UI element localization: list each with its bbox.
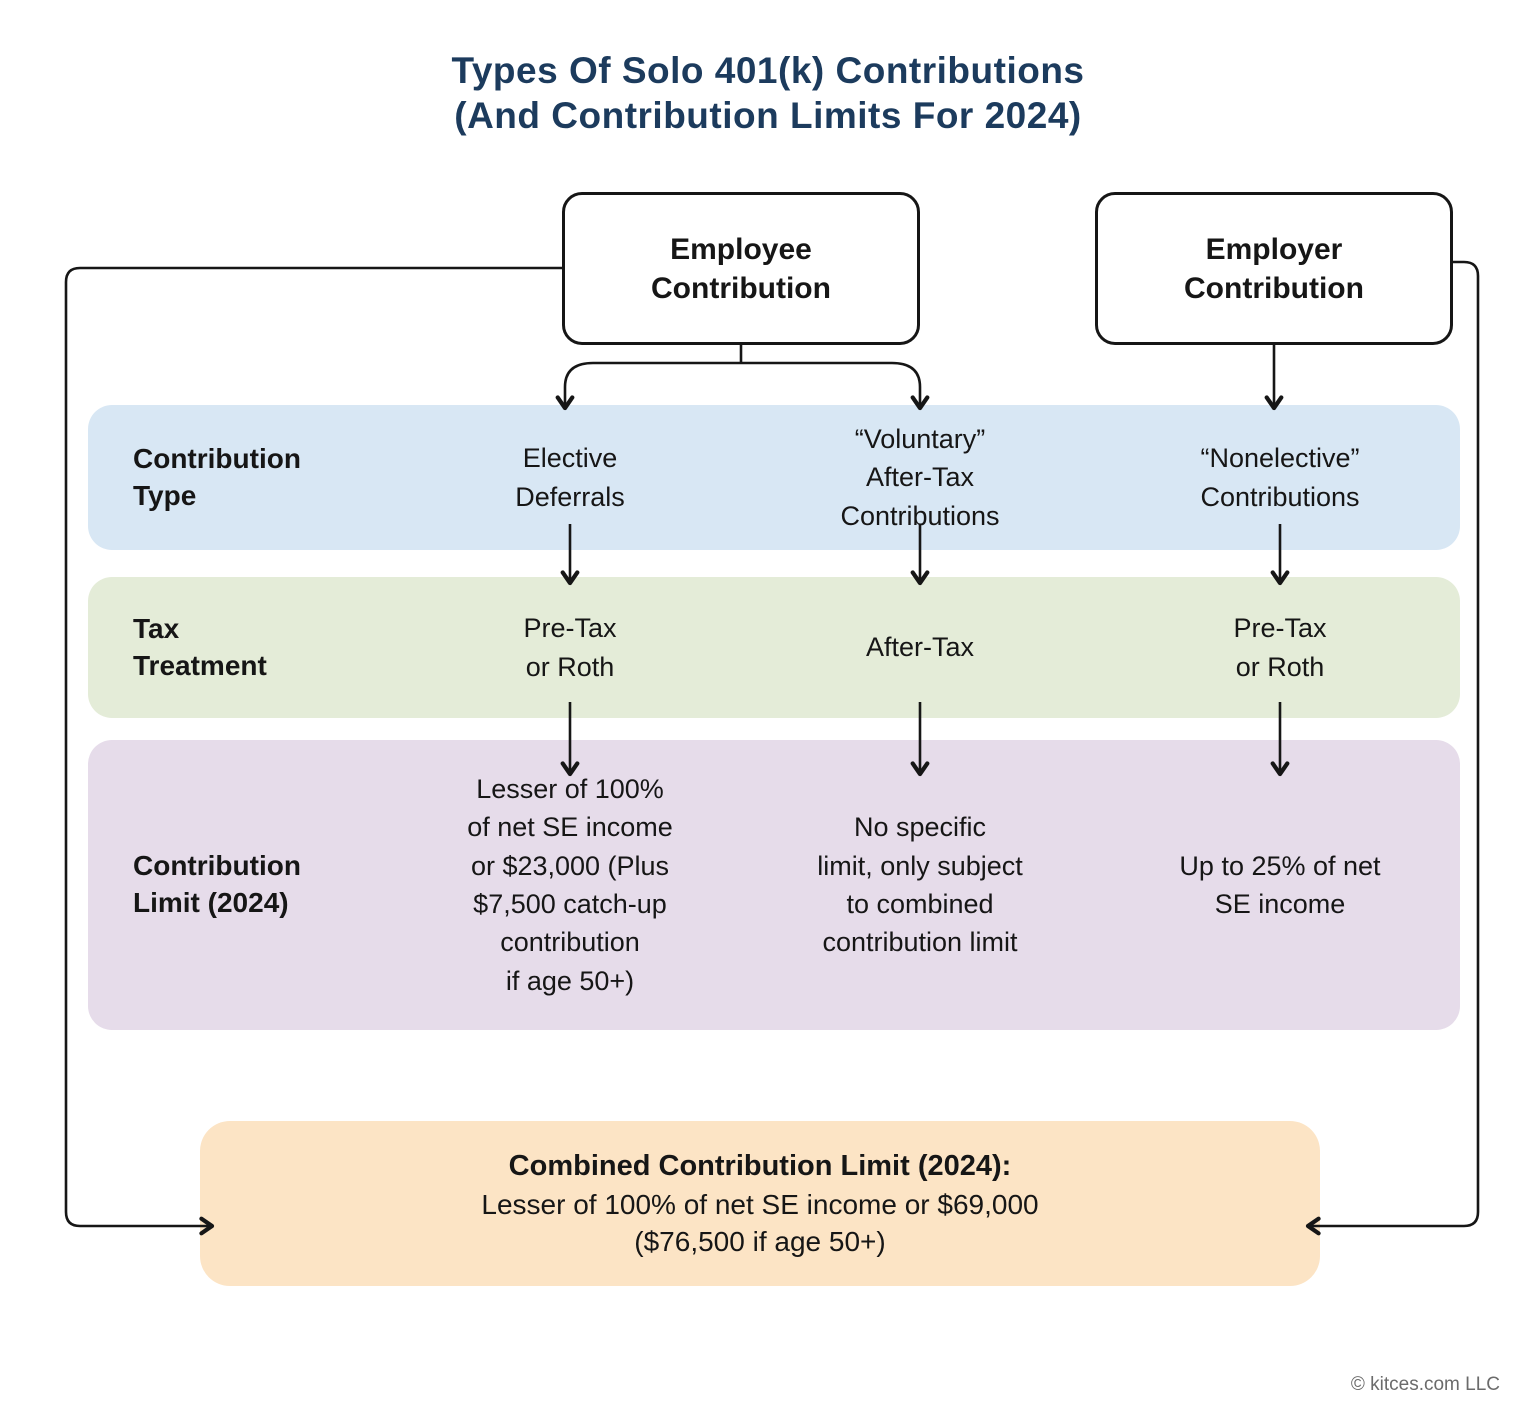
cell-pretax-or-roth-employer: Pre-Tax or Roth bbox=[1233, 613, 1327, 682]
page-title: Types Of Solo 401(k) Contributions (And … bbox=[451, 50, 1085, 137]
combined-contribution-limit-box: Combined Contribution Limit (2024): Less… bbox=[200, 1121, 1320, 1286]
cell-voluntary-after-tax: “Voluntary” After-Tax Contributions bbox=[840, 424, 1000, 531]
arrow-employee-to-elective bbox=[555, 361, 741, 411]
cell-limit-nonelective: Up to 25% of net SE income bbox=[1179, 850, 1381, 919]
cell-pretax-or-roth-employee: Pre-Tax or Roth bbox=[523, 613, 617, 682]
combined-limit-line2: ($76,500 if age 50+) bbox=[634, 1225, 886, 1257]
employer-contribution-box: Employer Contribution bbox=[1095, 192, 1453, 345]
cell-nonelective-contributions: “Nonelective” Contributions bbox=[1200, 443, 1360, 512]
row-label-contribution-limit: Contribution Limit (2024) bbox=[133, 850, 301, 918]
copyright-notice: © kitces.com LLC bbox=[1350, 1374, 1500, 1395]
arrow-employee-to-voluntary bbox=[741, 361, 930, 411]
row-label-contribution-type: Contribution Type bbox=[133, 442, 301, 511]
row-label-tax-treatment: Tax Treatment bbox=[133, 612, 267, 681]
cell-elective-deferrals: Elective Deferrals bbox=[515, 443, 625, 512]
combined-limit-line1: Lesser of 100% of net SE income or $69,0… bbox=[481, 1188, 1039, 1220]
cell-after-tax: After-Tax bbox=[865, 632, 975, 663]
cell-limit-voluntary: No specific limit, only subject to combi… bbox=[817, 812, 1023, 958]
cell-limit-elective: Lesser of 100% of net SE income or $23,0… bbox=[467, 774, 673, 996]
employee-contribution-box: Employee Contribution bbox=[562, 192, 920, 345]
combined-limit-heading: Combined Contribution Limit (2024): bbox=[508, 1149, 1012, 1182]
